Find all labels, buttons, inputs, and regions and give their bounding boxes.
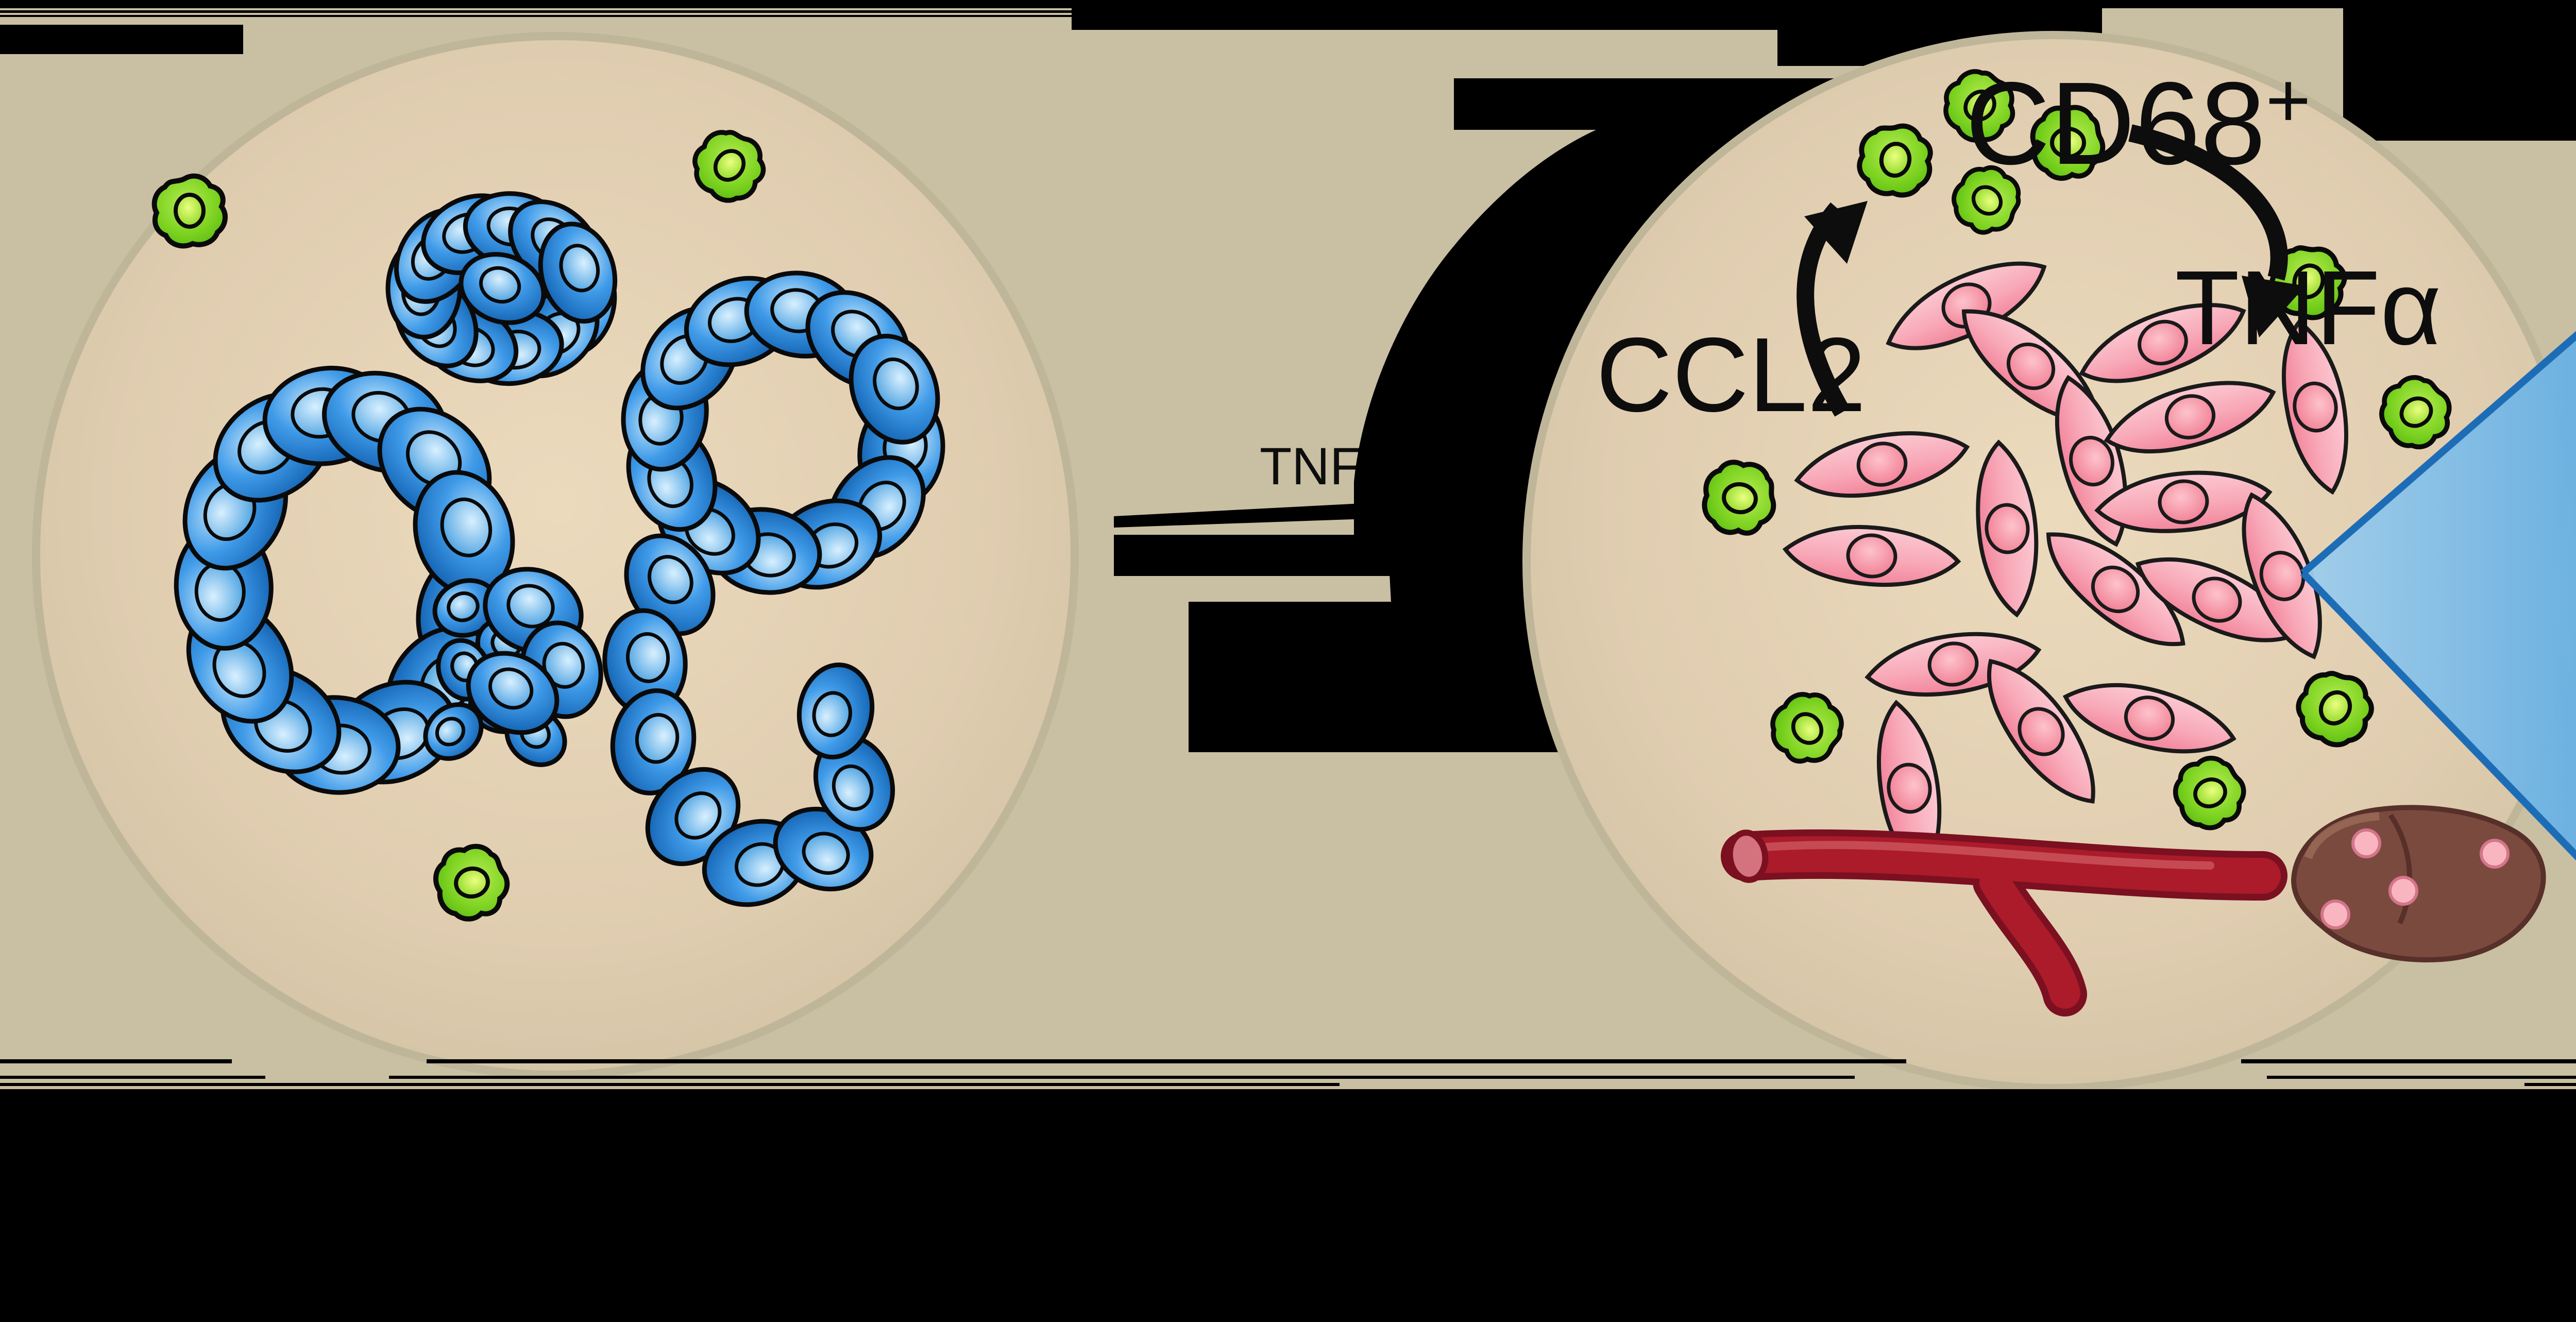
tnfa-arrowhead [2242,276,2306,337]
macrophage-cell [1702,460,1776,536]
fibroblast-cell [1876,700,1942,877]
fibroblast-cell [1987,658,2095,804]
liver-metastasis [2291,805,2546,962]
macrophages-middle [1702,69,2452,831]
tumor-cell [459,252,546,325]
macrophage-cell [1952,165,2021,235]
fibroblast-cell [2079,303,2246,383]
macrophage-cell [1770,692,1844,764]
tumor-cell [813,734,895,832]
redacted-block-top-left [0,25,243,54]
tumor-cell [466,651,560,735]
panel-glow [2550,432,2576,753]
ccl2-label-circle: CCL2 [1596,316,1866,434]
macrophage-cell [1943,69,2015,143]
macrophage-cell [2173,755,2246,831]
cytokine-arrows [1797,124,2306,417]
redacted-blocks [0,0,2576,141]
fibroblast-cell [2094,470,2273,533]
macrophage-cell [2379,375,2452,450]
obscured-bar [1114,535,1598,576]
bottom-strip [0,1089,2576,1322]
chromatin-panel: BRD4 cJUN cJUN Enhan [2550,432,2576,753]
macrophage-cell [2030,105,2106,181]
tme-circle: CD68+ TNFα CCL2 [1522,31,2576,1092]
macrophage-cell [1857,123,1933,198]
top-pinstripes [0,10,1072,17]
ccl2-arrowhead [1804,201,1868,264]
tumor-organoids [174,191,945,907]
tnf-partial-label: TNF [1260,437,1362,496]
fibroblast-cell [2281,319,2348,495]
macrophage-cell [433,843,510,922]
redacted-block-top-right [2343,0,2576,141]
fibroblast-cell [2104,381,2276,454]
tumor-cell [538,222,618,324]
fibroblast-cell [1976,439,2039,618]
macrophage-cell [151,173,228,249]
fibroblasts [1782,261,2348,877]
macrophages-left [151,130,766,922]
tnfa-label: TNFα [2175,249,2441,367]
macrophage-cell [2296,671,2374,748]
zoom-wedge [2300,331,2576,861]
tumor-cell [413,470,515,597]
obscured-line [1114,501,1412,528]
tumor-cell [796,663,875,759]
tumor-cell [610,688,697,795]
bottom-pinstripes [0,1059,2576,1086]
cd68-label: CD68+ [1965,57,2311,189]
tumor-cell [849,333,940,445]
fibroblast-cell [1782,524,1961,587]
macrophage-cell [692,130,766,203]
fibroblast-cell [2062,683,2236,754]
fibroblast-cell [2242,492,2322,659]
fibroblast-cell [1794,431,1970,498]
organoid-circle [32,32,1079,1079]
fibroblast-cell [2135,557,2299,642]
tnfa-arrow [2128,124,2288,281]
fibroblast-cell [1886,261,2047,350]
metastasis-dots [2320,828,2510,929]
tumor-cell [602,608,688,716]
blood-vessel [1721,829,2287,1016]
fibroblast-cell [2046,532,2185,647]
